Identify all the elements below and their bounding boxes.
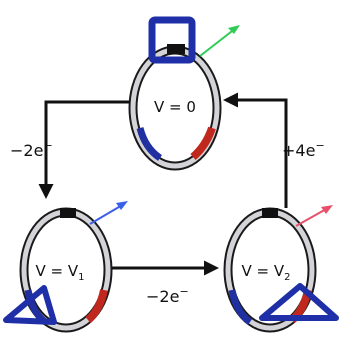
left-label-main: V = V (35, 262, 78, 280)
top-cyclophane (148, 16, 196, 64)
arrow-top-to-left (38, 100, 130, 199)
right-state-label: V = V2 (241, 262, 290, 283)
label-right-to-top: +4e− (282, 139, 325, 160)
left-cyclophane (3, 285, 57, 325)
left-red-station (85, 289, 108, 324)
left-label-sub: 1 (78, 272, 84, 283)
right-stopper (262, 208, 278, 218)
right-cyclophane (259, 283, 339, 321)
top-blue-station (136, 127, 163, 161)
top-vector-arrow (199, 27, 237, 57)
top-stopper (167, 44, 185, 54)
right-label-sub: 2 (284, 272, 290, 283)
state-top: V = 0 (128, 16, 240, 171)
right-label-main: V = V (241, 262, 284, 280)
left-vector-arrow (89, 203, 125, 225)
state-left: V = V1 (3, 201, 128, 333)
right-vector-arrow (295, 207, 329, 227)
top-red-station (190, 126, 216, 161)
label-left-to-right: −2e− (146, 285, 189, 306)
label-top-to-left: −2e− (10, 139, 53, 160)
arrow-right-to-top (223, 92, 288, 208)
state-right: V = V2 (223, 205, 339, 333)
left-stopper (60, 208, 76, 218)
top-state-label: V = 0 (154, 98, 196, 116)
left-state-label: V = V1 (35, 262, 84, 283)
right-blue-station (228, 289, 253, 325)
